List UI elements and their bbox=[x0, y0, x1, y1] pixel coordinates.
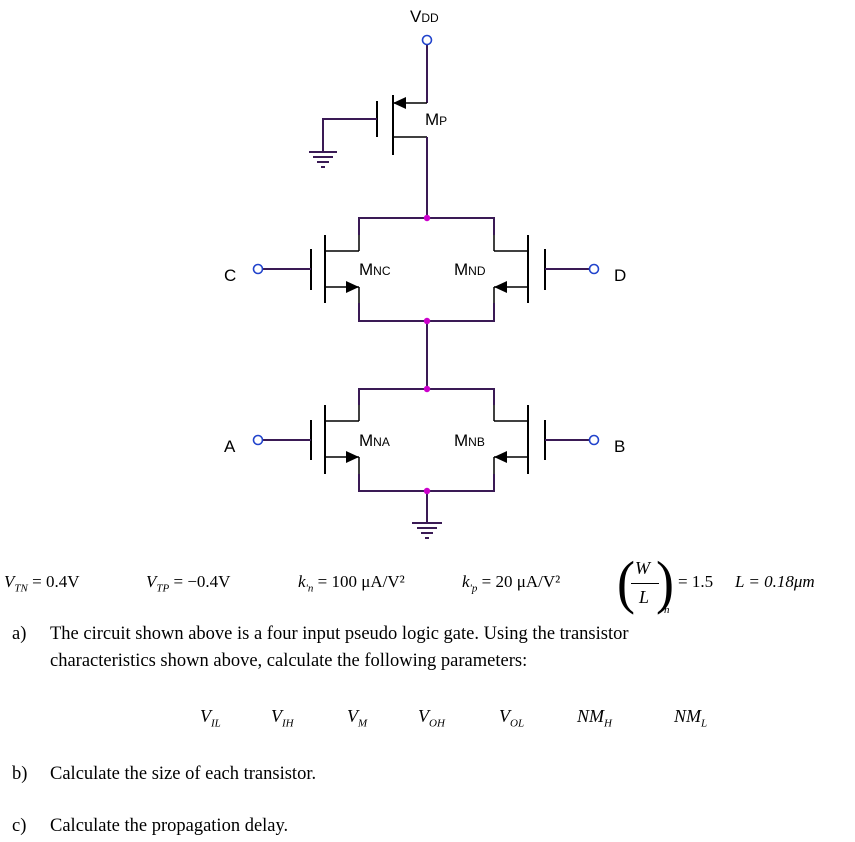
target-vm: VM bbox=[347, 706, 368, 730]
question-b-marker: b) bbox=[12, 764, 28, 784]
mnc-label: MNC bbox=[359, 260, 391, 279]
length-parameter: L = 0.18μm bbox=[735, 572, 815, 591]
mp-label: MP bbox=[425, 110, 447, 129]
ground-symbol bbox=[412, 522, 442, 539]
question-c-marker: c) bbox=[12, 816, 27, 836]
target-vil: VIL bbox=[200, 706, 221, 730]
mp-gate-ground bbox=[309, 118, 377, 168]
mnd-transistor bbox=[493, 235, 600, 303]
question-b-text: Calculate the size of each transistor. bbox=[50, 764, 317, 784]
vtp-parameter: VTP = −0.4V bbox=[146, 572, 231, 595]
wl-value: = 1.5 bbox=[678, 572, 714, 591]
vdd-label: VDD bbox=[410, 7, 439, 26]
mnd-label: MND bbox=[454, 260, 486, 279]
mna-transistor bbox=[252, 405, 360, 474]
input-d-label: D bbox=[614, 266, 626, 285]
kp-parameter: k'p = 20 μA/V² bbox=[462, 572, 561, 595]
target-voh: VOH bbox=[418, 706, 445, 730]
input-a-label: A bbox=[224, 437, 236, 456]
target-nml: NML bbox=[674, 706, 708, 730]
question-c-text: Calculate the propagation delay. bbox=[50, 816, 289, 836]
target-vih: VIH bbox=[271, 706, 294, 730]
lower-pair-wiring bbox=[358, 385, 495, 522]
target-nmh: NMH bbox=[577, 706, 612, 730]
mp-transistor bbox=[376, 95, 428, 218]
upper-pair-wiring bbox=[358, 214, 495, 389]
question-a-line-1: The circuit shown above is a four input … bbox=[50, 624, 629, 644]
question-a-marker: a) bbox=[12, 624, 27, 644]
vtn-parameter: VTN = 0.4V bbox=[4, 572, 80, 595]
target-vol: VOL bbox=[499, 706, 525, 730]
mna-label: MNA bbox=[359, 431, 390, 450]
input-b-label: B bbox=[614, 437, 625, 456]
mnb-label: MNB bbox=[454, 431, 485, 450]
kn-parameter: k'n = 100 μA/V² bbox=[298, 572, 405, 595]
input-c-label: C bbox=[224, 266, 236, 285]
wl-ratio: ( W L ) n bbox=[617, 549, 674, 616]
pseudo-nmos-schematic: VDD MP MNC C bbox=[224, 7, 626, 539]
mnb-transistor bbox=[493, 405, 600, 474]
vdd-terminal bbox=[421, 34, 433, 103]
mnc-transistor bbox=[252, 235, 360, 303]
question-a-line-2: characteristics shown above, calculate t… bbox=[50, 651, 528, 671]
